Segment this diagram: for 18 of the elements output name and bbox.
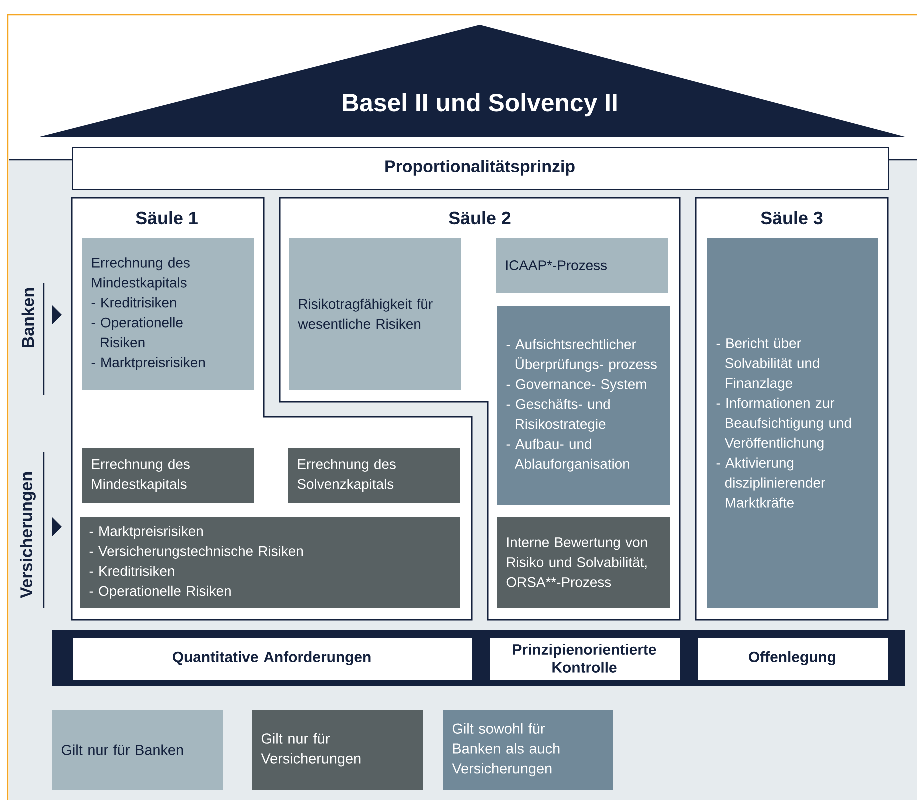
foundation-box: Prinzipienorientierte Kontrolle <box>489 637 682 682</box>
risk-list-box: - Marktpreisrisiken - Versicherungstechnische Risiken - Kreditrisiken - Operationelle Risiken <box>80 517 460 608</box>
capital-box: Errechnung des Mindestkapitals - Kreditrisiken - Operationelle Risiken - Marktpreisrisiken <box>82 238 254 390</box>
foundation-box: Offenlegung <box>697 637 890 682</box>
assessment-box: Interne Bewertung von Risiko und Solvabilität, ORSA**-Prozess <box>497 517 670 608</box>
legend-box: Gilt sowohl für Banken als auch Versicherungen <box>443 710 613 790</box>
disclosure-box: - Bericht über Solvabilität und Finanzlage - Informationen zur Beaufsichtigung und Veröffentlichung - Aktivierung disziplinierender Marktkräfte <box>707 238 878 608</box>
legend-box: Gilt nur für Versicherungen <box>252 710 423 790</box>
capacity-box: Risikotragfähigkeit für wesentliche Risiken <box>289 238 462 390</box>
legend-box: Gilt nur für Banken <box>52 710 223 790</box>
foundation-box: Quantitative Anforderungen <box>72 637 474 682</box>
review-box: - Aufsichtsrechtlicher Überprüfungs- prozess - Governance- System - Geschäfts- und Risikostrategie - Aufbau- und Ablauforganisation <box>497 306 670 506</box>
capital-box: Errechnung des Solvenzkapitals <box>288 448 460 504</box>
capital-box: Errechnung des Mindestkapitals <box>82 448 254 504</box>
process-box: ICAAP*-Prozess <box>496 238 668 294</box>
side-label: Banken <box>22 288 34 348</box>
side-label: Versicherungen <box>20 472 36 598</box>
principle-banner: Proportionalitätsprinzip <box>72 147 890 190</box>
